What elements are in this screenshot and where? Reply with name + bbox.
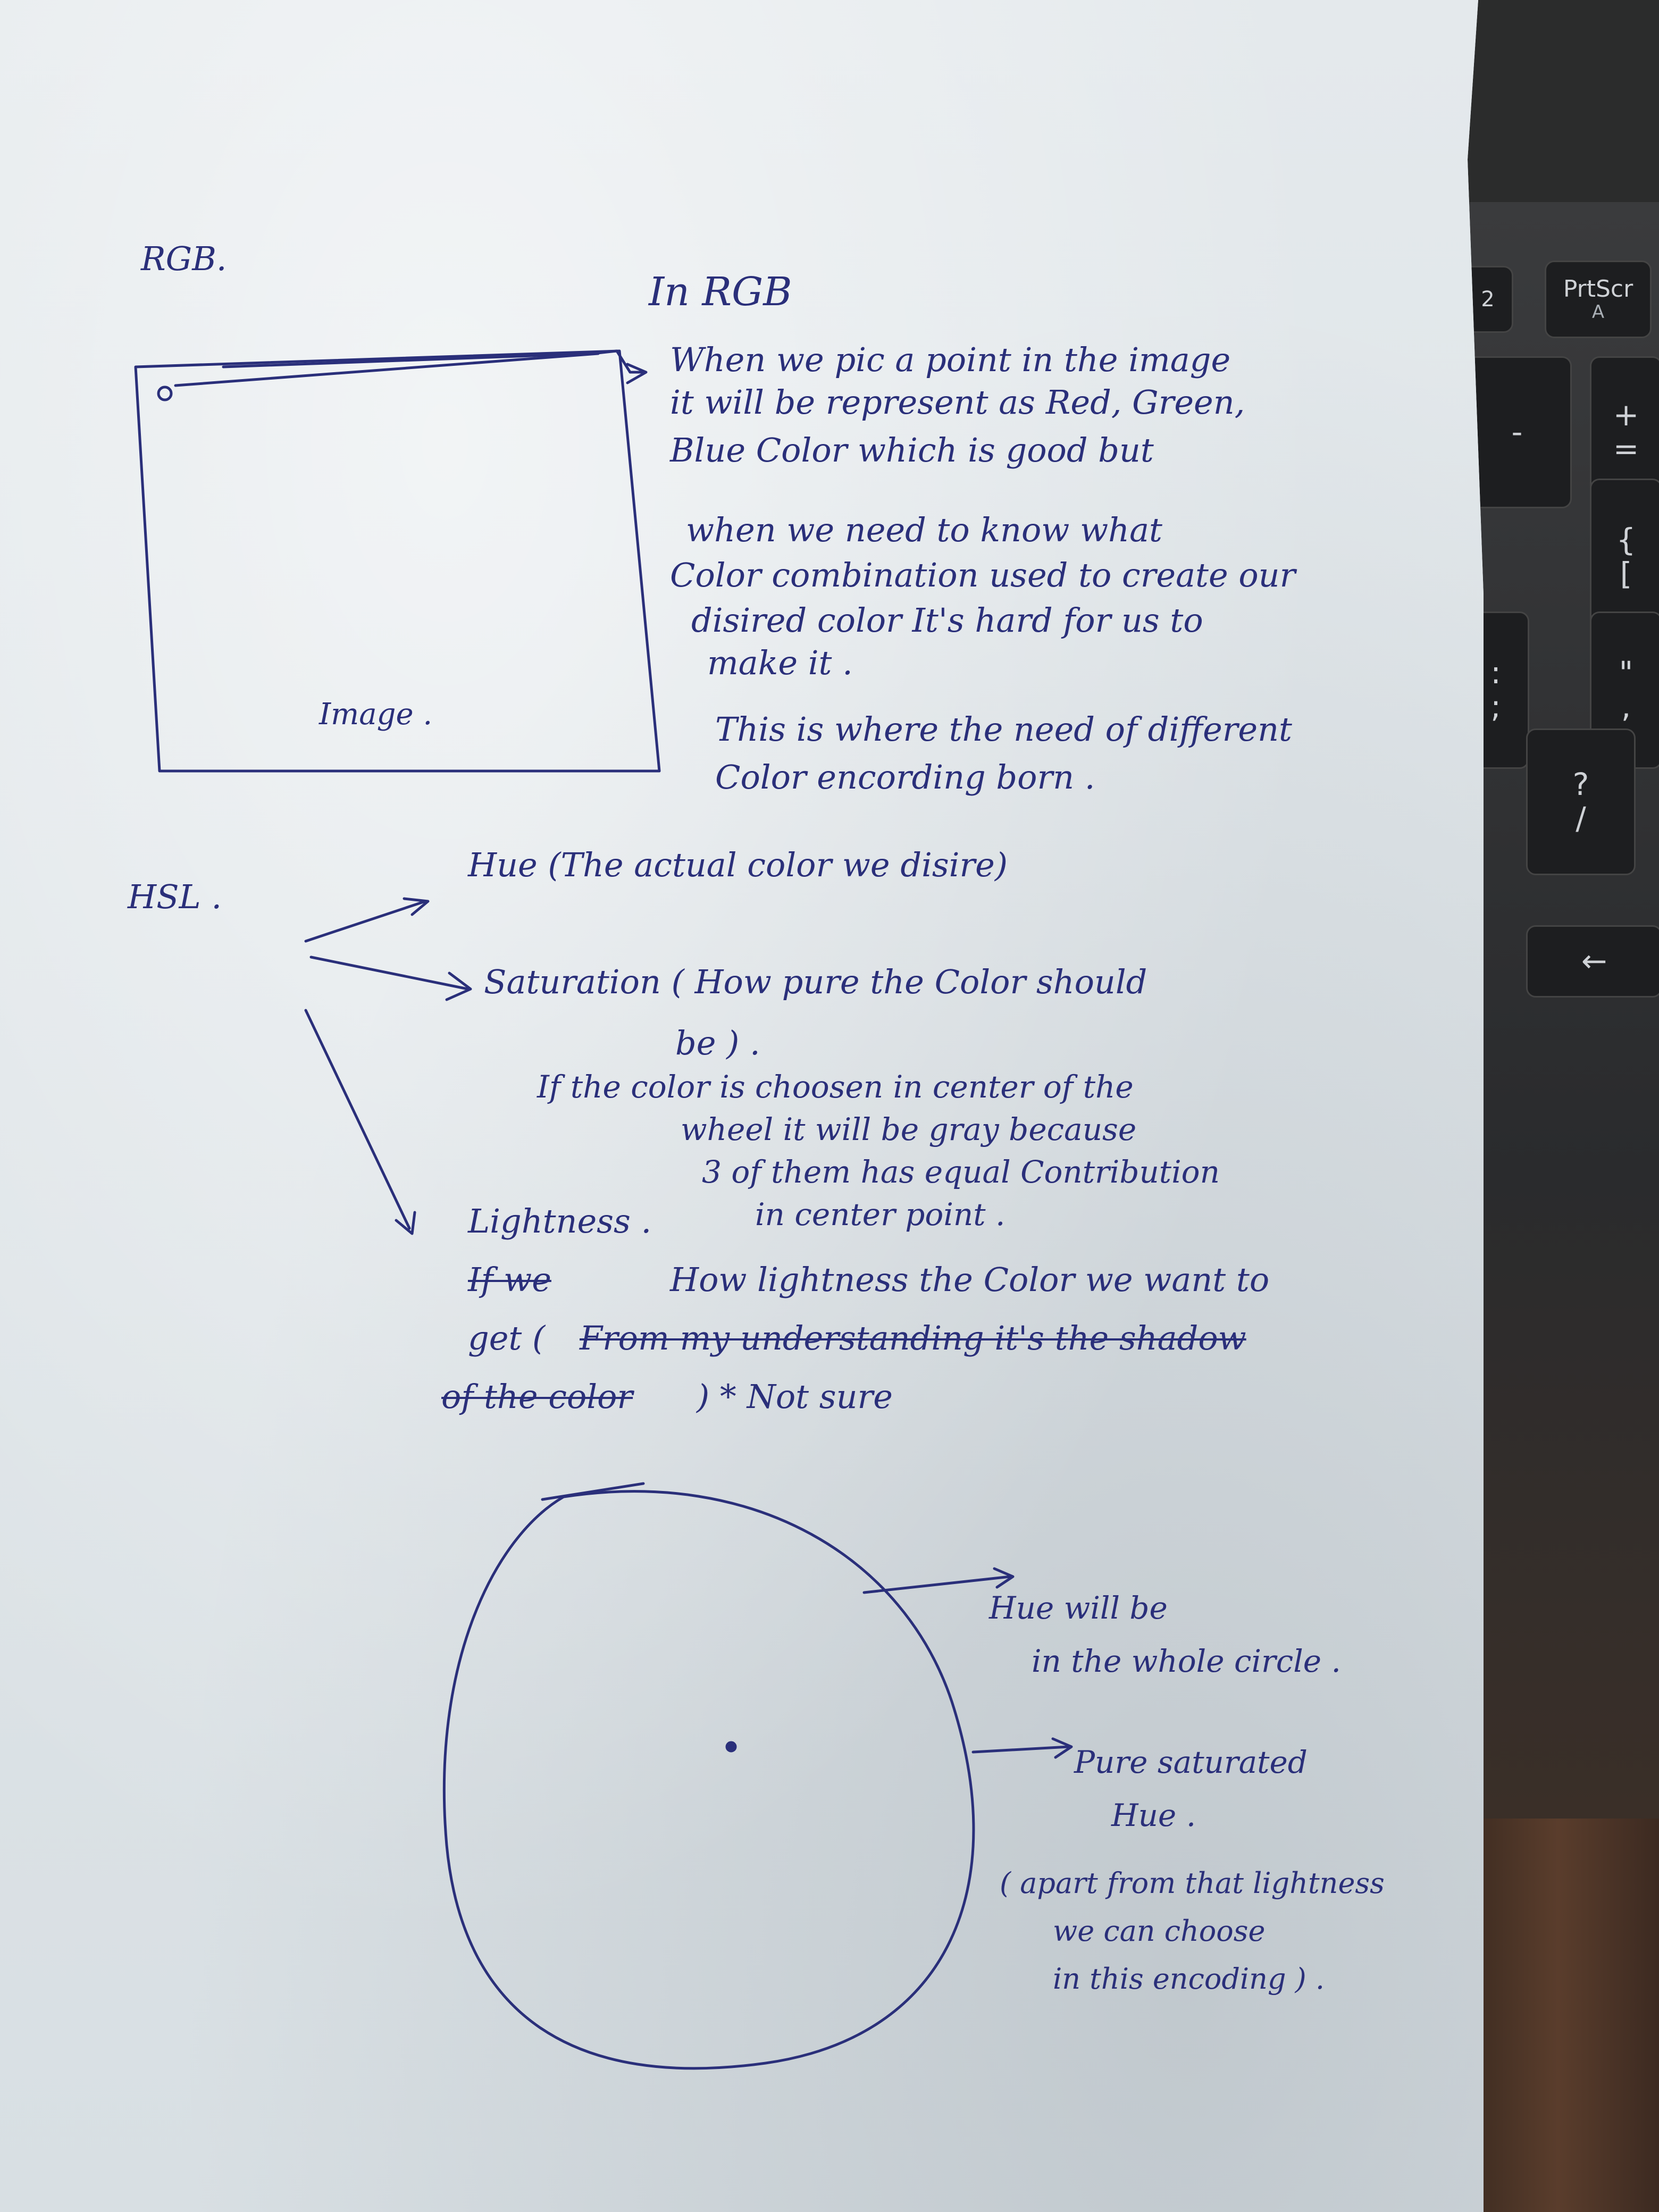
rgb-heading: RGB. — [141, 239, 227, 278]
hue-wheel-arrow — [862, 1575, 1012, 1594]
question-label: we can choose — [1053, 1914, 1266, 1948]
lightness-line: ) * Not sure — [697, 1377, 893, 1416]
brace-key-label: { — [1616, 522, 1636, 558]
hue-wheel-arrow-head — [993, 1567, 1015, 1589]
saturation-detail: If the color is choosen in center of the — [537, 1069, 1134, 1105]
hue-wheel-label: in the whole circle . — [1032, 1643, 1341, 1679]
rgb-line: when we need to know what — [686, 510, 1162, 549]
rgb-line: Color encording born . — [715, 758, 1095, 797]
keyboard-background: 2 PrtScr A - + = { [ : ; " , ? / ← — [1457, 202, 1659, 1819]
plus-key-label: + — [1613, 397, 1639, 433]
f2-key-label: 2 — [1481, 287, 1495, 312]
lightness-line: How lightness the Color we want to — [670, 1260, 1270, 1299]
rgb-arrow-top — [174, 352, 600, 387]
saturation-detail: 3 of them has equal Contribution — [702, 1154, 1220, 1190]
hue-line: Hue (The actual color we disire) — [468, 845, 1008, 884]
rgb-arrow-bottom — [222, 349, 645, 374]
saturation-line-2: be ) . — [675, 1024, 760, 1062]
backspace-key: ← — [1526, 925, 1659, 998]
lightness-struck: of the color — [441, 1377, 633, 1416]
hsl-heading: HSL . — [128, 877, 222, 916]
pure-wheel-arrow-head — [1051, 1737, 1073, 1759]
rgb-line: When we pic a point in the image — [670, 340, 1231, 379]
pure-wheel-label: Hue . — [1111, 1797, 1196, 1833]
colon-key-label: : — [1490, 655, 1501, 691]
lightness-arrow — [304, 1009, 411, 1230]
quote-key-label: " — [1619, 655, 1633, 691]
rgb-line: disired color It's hard for us to — [691, 601, 1203, 640]
rgb-arrow-head — [626, 363, 648, 384]
rgb-line: This is where the need of different — [715, 710, 1292, 749]
wheel-tangent-line — [541, 1482, 645, 1501]
lightness-struck: From my understanding it's the shadow — [580, 1319, 1246, 1358]
image-label: Image . — [319, 697, 433, 732]
hue-arrow-head — [403, 897, 430, 916]
slash-key-label: / — [1576, 800, 1586, 836]
equals-key-label: = — [1613, 431, 1639, 467]
prtscr-key-label: PrtScr — [1563, 275, 1633, 303]
prtscr-key-sub: A — [1591, 301, 1605, 323]
apos-key-label: , — [1621, 689, 1631, 725]
question-label: ( apart from that lightness — [1000, 1866, 1385, 1900]
slash-key: ? / — [1526, 728, 1636, 875]
rgb-line: Color combination used to create our — [670, 556, 1296, 594]
lightness-struck: If we — [468, 1260, 551, 1299]
wheel-center — [725, 1741, 737, 1753]
saturation-arrow — [309, 956, 470, 991]
lightness-line: get ( — [468, 1319, 546, 1358]
wood-surface — [1457, 1819, 1659, 2212]
pure-wheel-label: Pure saturated — [1074, 1744, 1308, 1780]
rgb-line: it will be represent as Red, Green, — [670, 383, 1245, 422]
backspace-key-label: ← — [1581, 943, 1607, 979]
hue-arrow — [304, 900, 427, 943]
lightness-arrow-head — [395, 1211, 416, 1235]
rgb-line: make it . — [707, 643, 853, 682]
semicolon-key-label: ; — [1490, 689, 1501, 725]
minus-key-label: - — [1511, 414, 1523, 450]
question-label: in this encoding ) . — [1053, 1962, 1325, 1996]
image-frame — [134, 349, 661, 773]
paper-sheet — [0, 0, 1484, 2212]
in-rgb-heading: In RGB — [649, 269, 792, 315]
minus-key: - — [1462, 356, 1572, 508]
hue-wheel-label: Hue will be — [989, 1590, 1168, 1626]
saturation-detail: in center point . — [755, 1196, 1006, 1233]
rgb-line: Blue Color which is good but — [670, 431, 1154, 470]
pure-wheel-arrow — [971, 1745, 1070, 1754]
lightness-heading: Lightness . — [468, 1202, 652, 1241]
bracket-key-label: [ — [1620, 556, 1632, 592]
saturation-arrow-head — [445, 971, 472, 1001]
image-point — [157, 386, 173, 401]
question-key-label: ? — [1572, 766, 1589, 803]
saturation-line: Saturation ( How pure the Color should — [484, 962, 1147, 1001]
color-wheel — [442, 1490, 975, 2070]
prtscr-key: PrtScr A — [1545, 261, 1652, 338]
saturation-detail: wheel it will be gray because — [681, 1111, 1137, 1147]
